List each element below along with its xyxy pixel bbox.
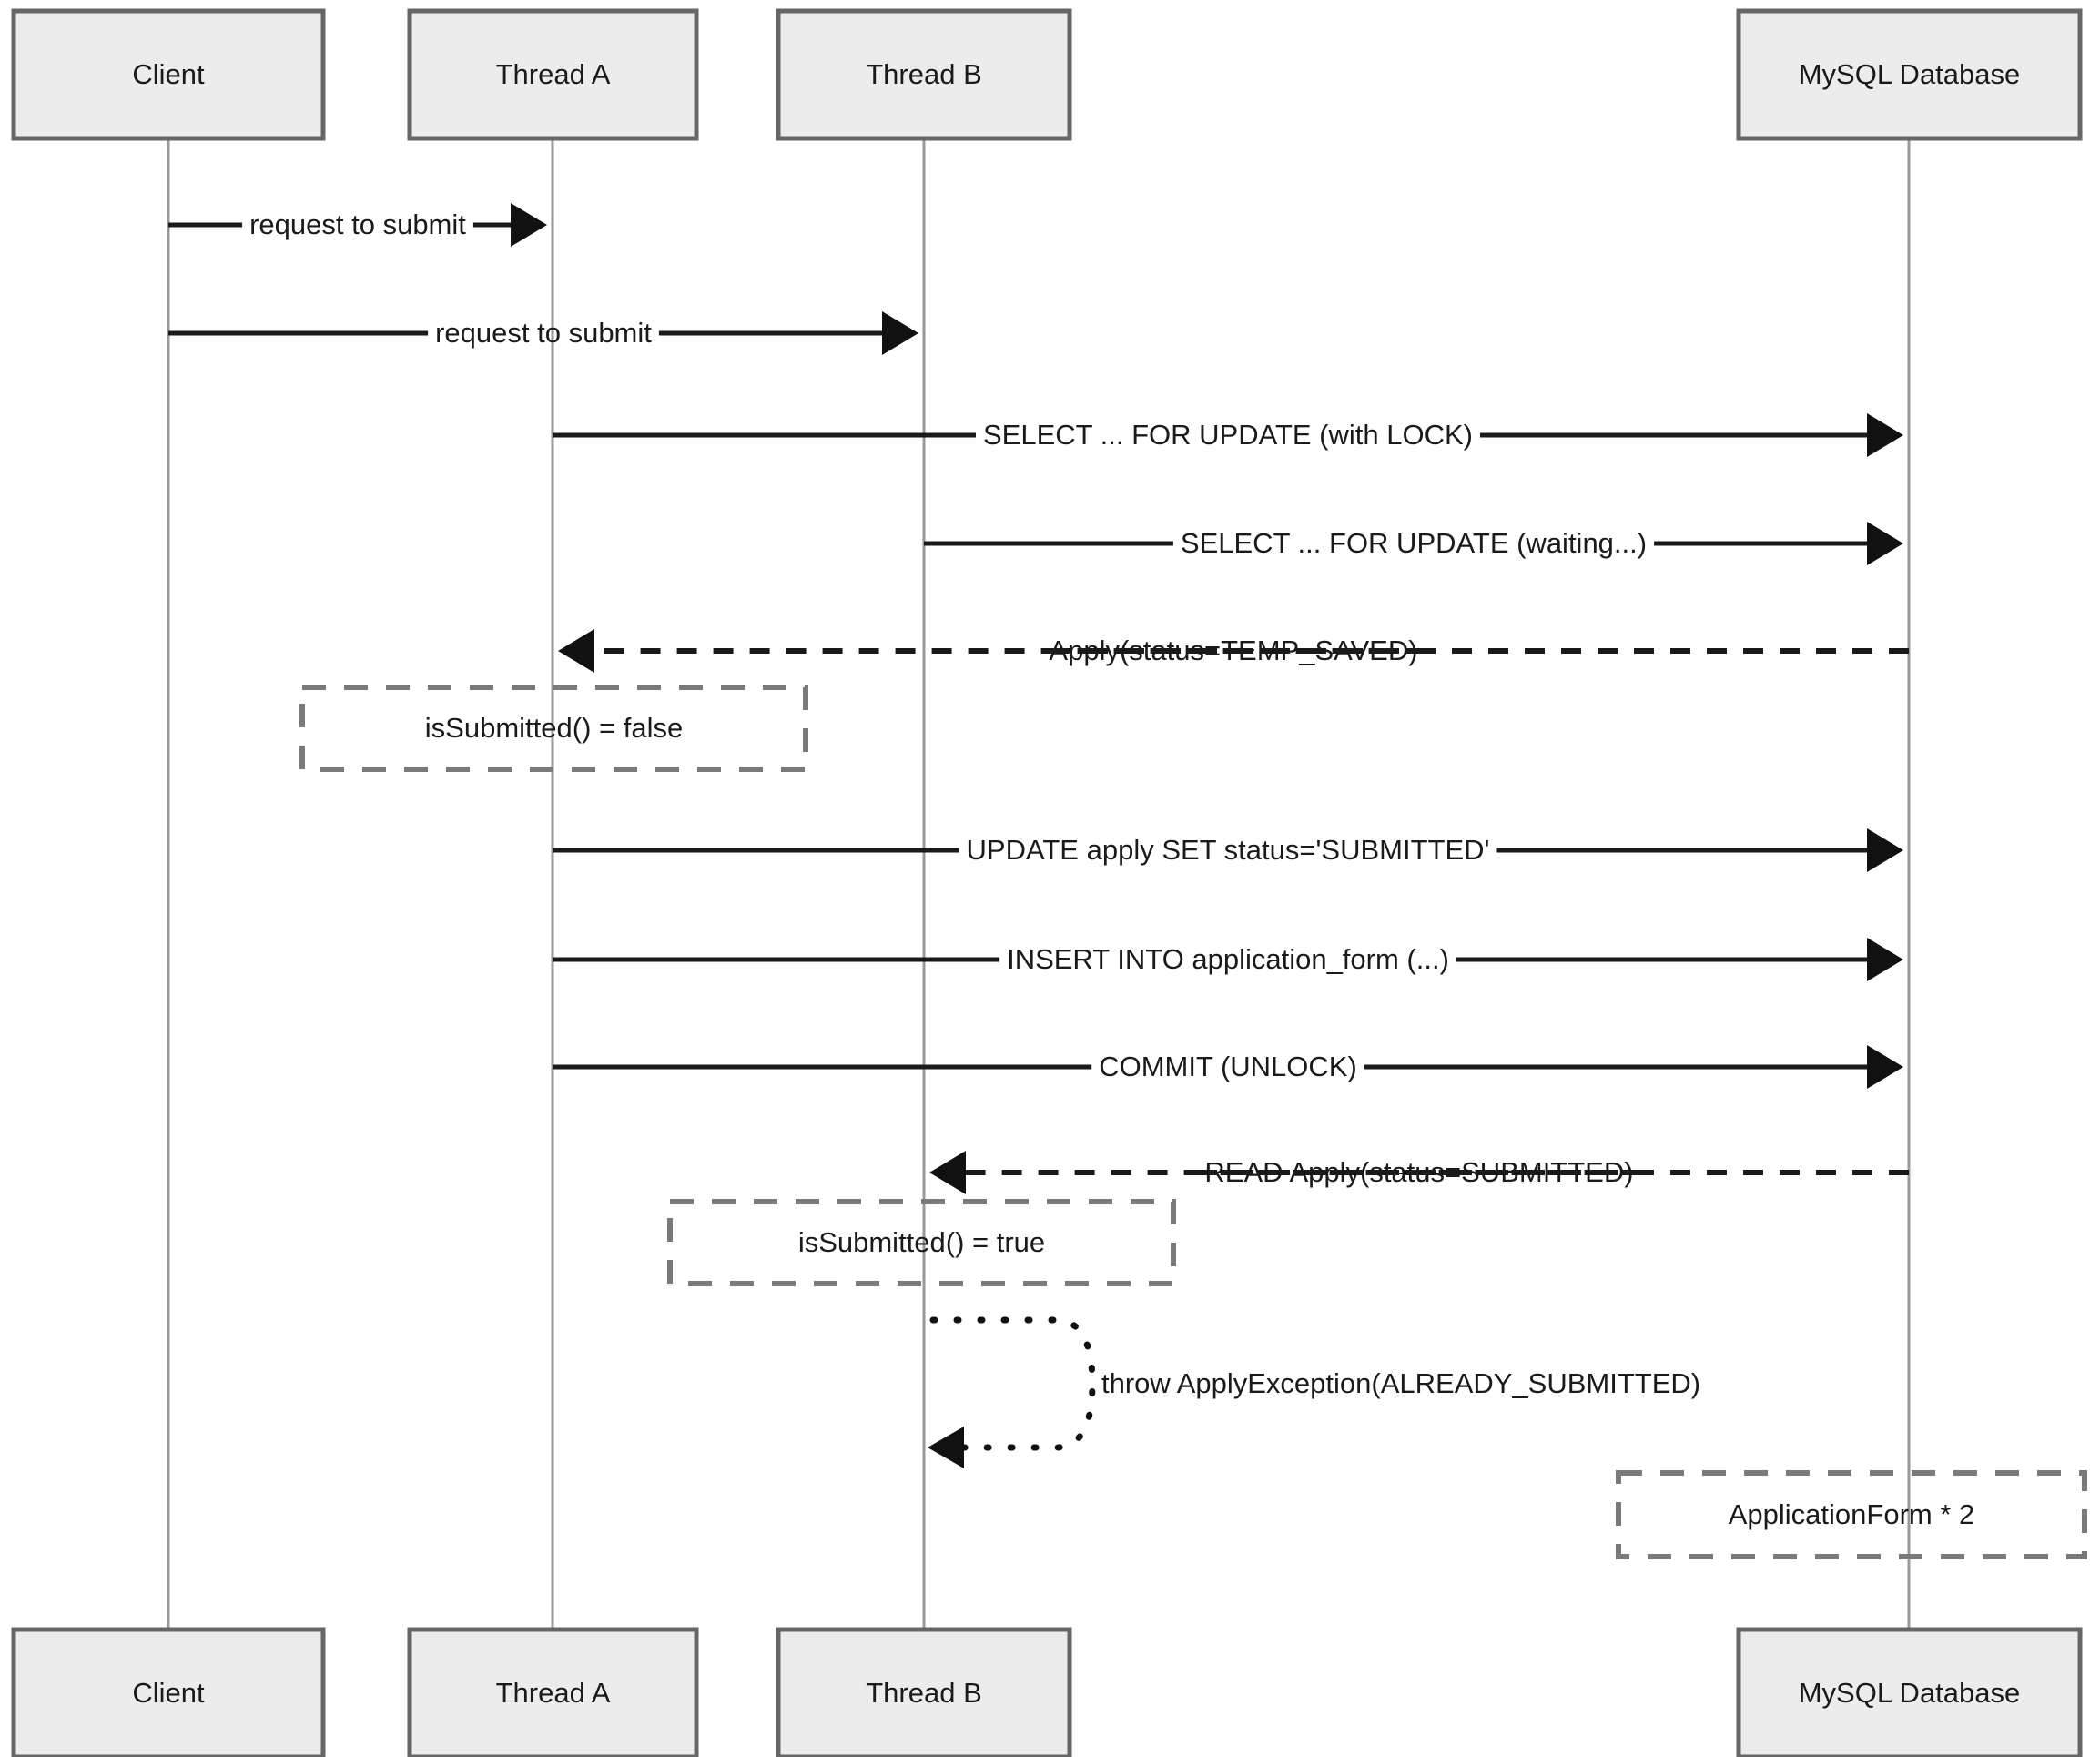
arrowhead-icon (1867, 1045, 1903, 1089)
actor-box-threadA-bottom[interactable]: Thread A (407, 1627, 699, 1757)
actor-label-mysql: MySQL Database (1799, 58, 2021, 90)
message-m3[interactable]: SELECT ... FOR UPDATE (with LOCK) (553, 413, 1903, 457)
message-m5[interactable]: Apply(status=TEMP_SAVED) (558, 629, 1909, 673)
message-m9[interactable]: READ Apply(status=SUBMITTED) (929, 1151, 1909, 1194)
message-path (929, 1316, 1096, 1451)
note-label: ApplicationForm * 2 (1729, 1498, 1975, 1530)
notes-layer: isSubmitted() = false isSubmitted() = tru… (299, 685, 2087, 1559)
actor-box-threadA-top[interactable]: Thread A (407, 8, 699, 141)
note-label: isSubmitted() = false (425, 712, 683, 744)
actor-box-client-top[interactable]: Client (11, 8, 326, 141)
message-m4[interactable]: SELECT ... FOR UPDATE (waiting...) (924, 522, 1903, 565)
arrowhead-icon (882, 311, 918, 355)
actor-label-mysql: MySQL Database (1799, 1677, 2021, 1709)
actor-label-threadA: Thread A (496, 1677, 611, 1709)
message-m8[interactable]: COMMIT (UNLOCK) (553, 1045, 1903, 1089)
actor-box-threadB-bottom[interactable]: Thread B (776, 1627, 1072, 1757)
message-label: request to submit (249, 208, 466, 240)
actor-rect (407, 1627, 699, 1757)
actor-box-mysql-bottom[interactable]: MySQL Database (1736, 1627, 2083, 1757)
arrowhead-icon (1867, 522, 1903, 565)
actor-label-client: Client (132, 58, 205, 90)
note-n1[interactable]: isSubmitted() = false (299, 685, 808, 772)
actor-rect (11, 8, 326, 141)
arrowhead-icon (558, 629, 594, 673)
actor-box-threadB-top[interactable]: Thread B (776, 8, 1072, 141)
message-label: INSERT INTO application_form (...) (1007, 943, 1449, 975)
actor-box-client-bottom[interactable]: Client (11, 1627, 326, 1757)
arrowhead-icon (928, 1427, 964, 1468)
actor-rect (11, 1627, 326, 1757)
arrowhead-icon (1867, 828, 1903, 872)
messages-layer: request to submit request to submitSELECT… (168, 203, 1909, 1468)
actor-rect (776, 1627, 1072, 1757)
message-m7[interactable]: INSERT INTO application_form (...) (553, 938, 1903, 981)
note-n2[interactable]: isSubmitted() = true (667, 1199, 1176, 1286)
actor-rect (776, 8, 1072, 141)
message-m1[interactable]: request to submit (168, 203, 547, 247)
message-label: request to submit (435, 317, 652, 349)
actor-rect (1736, 8, 2083, 141)
message-label: SELECT ... FOR UPDATE (with LOCK) (983, 419, 1473, 451)
note-rect (1616, 1470, 2087, 1559)
note-rect (299, 685, 808, 772)
message-label: throw ApplyException(ALREADY_SUBMITTED) (1101, 1367, 1700, 1399)
message-label: SELECT ... FOR UPDATE (waiting...) (1181, 527, 1647, 559)
actor-label-threadB: Thread B (866, 1677, 982, 1709)
actor-label-threadB: Thread B (866, 58, 982, 90)
lifelines-layer (167, 138, 1911, 1630)
message-label: Apply(status=TEMP_SAVED) (1049, 635, 1417, 666)
message-m2[interactable]: request to submit (168, 311, 918, 355)
message-m10[interactable]: throw ApplyException(ALREADY_SUBMITTED) (928, 1316, 1700, 1468)
actor-rect (407, 8, 699, 141)
message-m6[interactable]: UPDATE apply SET status='SUBMITTED' (553, 828, 1903, 872)
arrowhead-icon (511, 203, 547, 247)
message-label: READ Apply(status=SUBMITTED) (1204, 1156, 1633, 1188)
note-label: isSubmitted() = true (798, 1226, 1045, 1258)
actor-box-mysql-top[interactable]: MySQL Database (1736, 8, 2083, 141)
note-n3[interactable]: ApplicationForm * 2 (1616, 1470, 2087, 1559)
note-rect (667, 1199, 1176, 1286)
actor-label-threadA: Thread A (496, 58, 611, 90)
message-label: UPDATE apply SET status='SUBMITTED' (967, 834, 1490, 866)
arrowhead-icon (1867, 413, 1903, 457)
arrowhead-icon (929, 1151, 966, 1194)
actor-label-client: Client (132, 1677, 205, 1709)
arrowhead-icon (1867, 938, 1903, 981)
actor-rect (1736, 1627, 2083, 1757)
message-label: COMMIT (UNLOCK) (1099, 1051, 1357, 1082)
